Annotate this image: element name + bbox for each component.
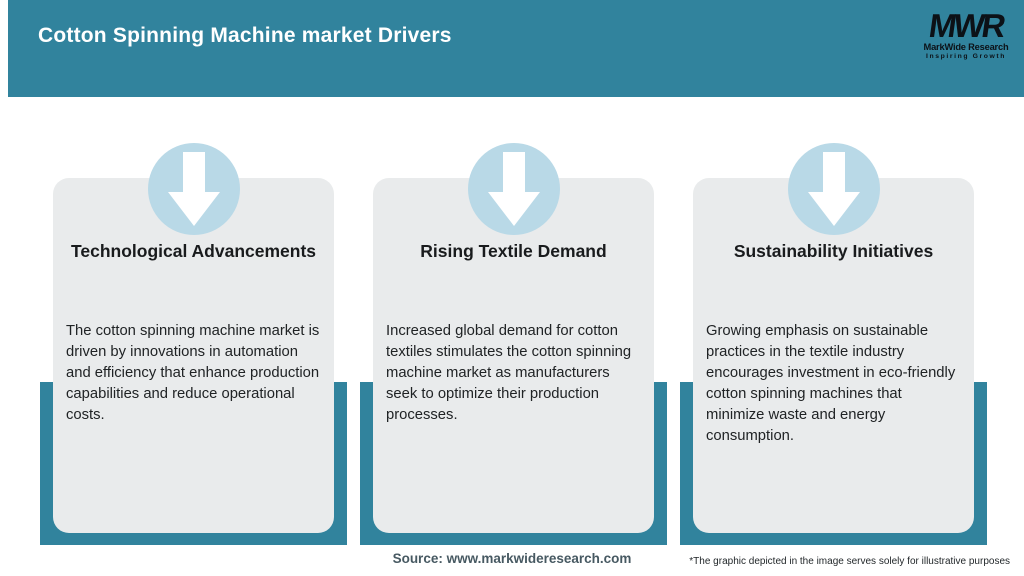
source-text: Source: www.markwideresearch.com <box>392 551 632 566</box>
card-title: Rising Textile Demand <box>420 241 607 261</box>
driver-card: Technological Advancements The cotton sp… <box>53 178 334 533</box>
driver-card: Sustainability Initiatives Growing empha… <box>693 178 974 533</box>
logo-tagline: Inspiring Growth <box>926 53 1006 61</box>
driver-card-group-2: Rising Textile Demand Increased global d… <box>360 143 667 545</box>
driver-card-group-1: Technological Advancements The cotton sp… <box>40 143 347 545</box>
header-bar: Cotton Spinning Machine market Drivers M… <box>8 0 1024 97</box>
page-title: Cotton Spinning Machine market Drivers <box>38 24 452 47</box>
down-arrow-icon <box>487 152 540 226</box>
arrow-badge <box>147 143 240 235</box>
down-arrow-icon <box>167 152 220 226</box>
card-body: The cotton spinning machine market is dr… <box>66 323 320 423</box>
driver-card: Rising Textile Demand Increased global d… <box>373 178 654 533</box>
logo-name: MarkWide Research <box>923 42 1009 52</box>
down-arrow-icon <box>807 152 860 226</box>
mwr-monogram-icon: MWR <box>926 7 1006 44</box>
card-title: Technological Advancements <box>70 241 317 261</box>
driver-card-group-3: Sustainability Initiatives Growing empha… <box>680 143 987 545</box>
card-title: Sustainability Initiatives <box>733 241 934 261</box>
disclaimer-text: *The graphic depicted in the image serve… <box>689 556 1010 567</box>
arrow-badge <box>787 143 880 235</box>
arrow-badge <box>467 143 560 235</box>
markwide-logo: MWR MarkWide Research Inspiring Growth <box>918 7 1014 61</box>
card-body: Growing emphasis on sustainable practice… <box>706 323 956 444</box>
card-body: Increased global demand for cotton texti… <box>386 323 632 423</box>
